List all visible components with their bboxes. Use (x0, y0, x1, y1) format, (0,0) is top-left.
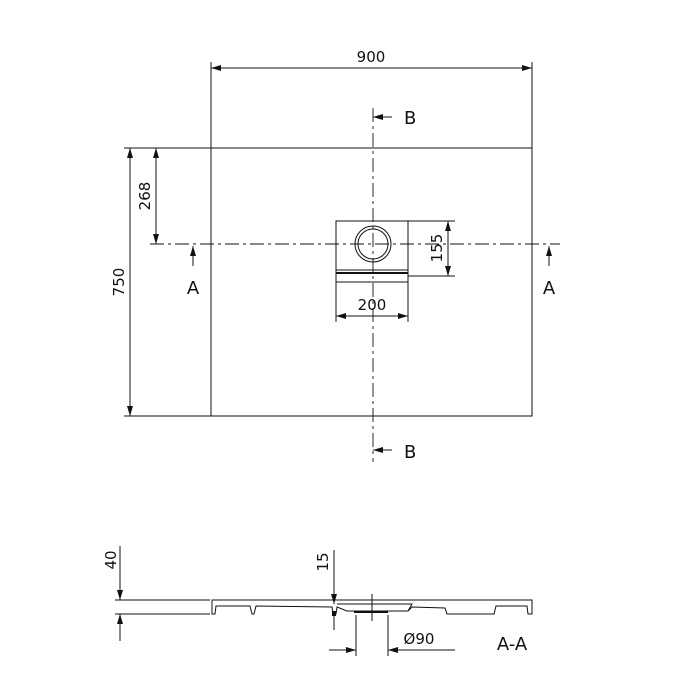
width-dim-text: 900 (357, 48, 386, 66)
shower-tray-outline (210, 147, 533, 417)
drain-width-dimension: 200 (335, 282, 409, 322)
tray-section-profile (211, 599, 533, 615)
section-marker-b-bottom: B (373, 442, 416, 463)
drain-box (335, 220, 409, 283)
depth-dim-text: 750 (110, 268, 128, 297)
svg-text:A: A (187, 278, 200, 299)
height-dim-text: 40 (102, 550, 120, 569)
drain-offset-dimension: 268 (136, 148, 159, 244)
section-marker-a-left: A (187, 246, 200, 299)
width-dimension: 900 (210, 48, 533, 148)
svg-text:B: B (404, 442, 416, 463)
section-marker-b-top: B (373, 108, 416, 129)
section-label: A-A (497, 634, 528, 655)
drain-offset-dim-text: 268 (136, 182, 154, 211)
outlet-dim-text: Ø90 (404, 630, 435, 648)
svg-text:A: A (543, 278, 556, 299)
drain-depth-dim-text: 155 (428, 234, 446, 263)
recess-depth-dimension: 15 (314, 550, 337, 630)
height-dimension: 40 (102, 546, 210, 641)
recess-depth-dim-text: 15 (314, 552, 332, 571)
depth-dimension: 750 (110, 147, 211, 417)
section-marker-a-right: A (543, 246, 556, 299)
section-view: 40 15 Ø90 A-A (102, 546, 533, 656)
outlet-diameter-dimension: Ø90 (329, 615, 455, 656)
plan-view: 900 750 268 155 (110, 48, 560, 463)
drain-width-dim-text: 200 (358, 296, 387, 314)
svg-text:B: B (404, 108, 416, 129)
drain-depth-dimension: 155 (408, 220, 455, 277)
